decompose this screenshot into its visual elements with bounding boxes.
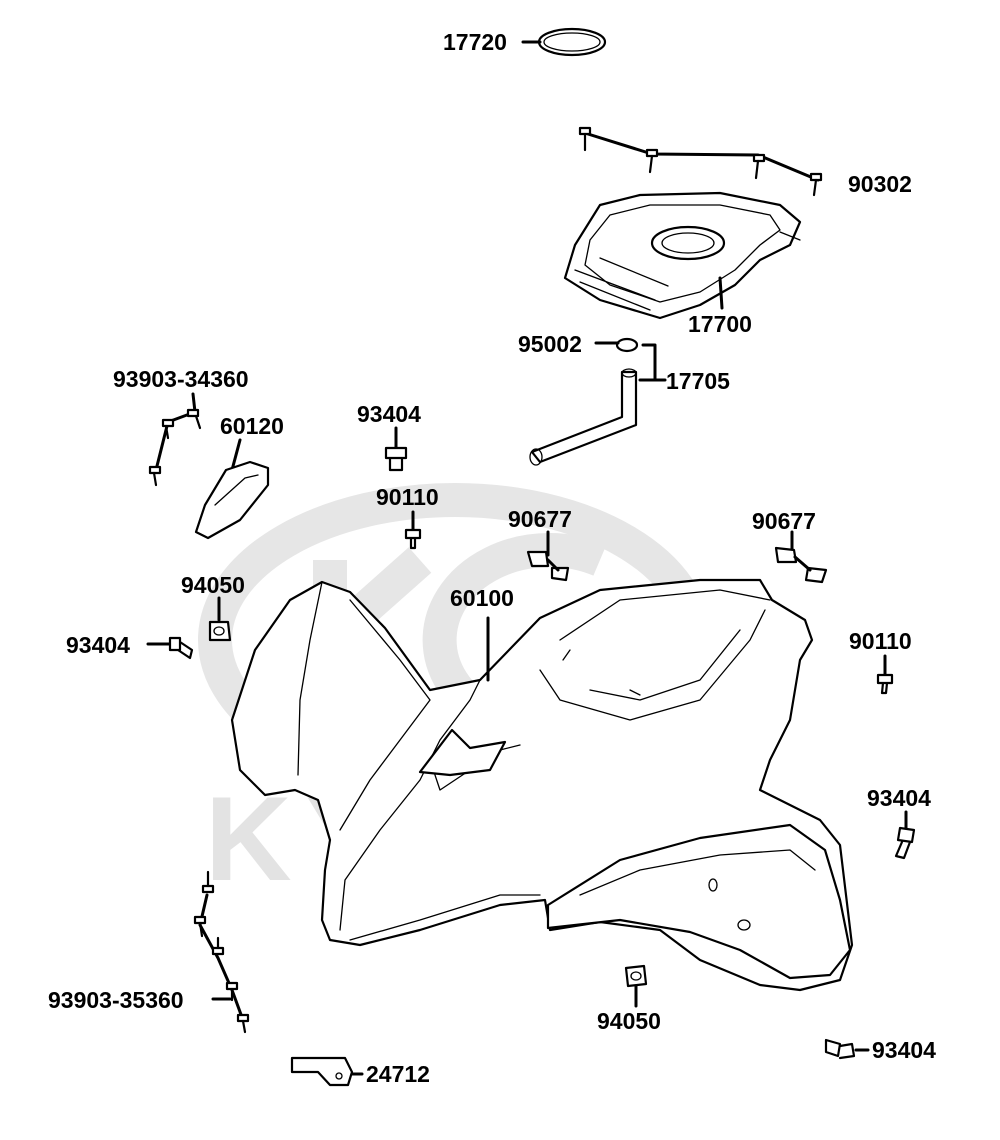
label-60100: 60100	[450, 585, 514, 611]
clip-set-90677-right	[774, 530, 828, 584]
label-24712: 24712	[366, 1061, 430, 1087]
label-90110-upper: 90110	[376, 484, 439, 510]
label-90110-right: 90110	[849, 628, 912, 654]
label-93903-35360: 93903-35360	[48, 987, 184, 1013]
front-fender-part	[230, 578, 854, 992]
bracket-24712-part	[290, 1056, 364, 1087]
clip-set-90677-left	[526, 530, 570, 582]
nut-94050-upper	[208, 596, 232, 642]
label-93404-right: 93404	[867, 785, 931, 811]
label-93903-34360: 93903-34360	[113, 366, 249, 392]
label-17705: 17705	[666, 368, 730, 394]
hose-assembly-part	[529, 337, 667, 466]
callout-labels: 17720 90302 17700 95002 17705 93903-3436…	[48, 29, 936, 1087]
label-17700: 17700	[688, 311, 752, 337]
screw-set-93903-35360	[193, 870, 250, 1034]
label-17720: 17720	[443, 29, 507, 55]
bracket-60120-part	[194, 438, 270, 540]
bolt-93404-upper	[384, 426, 408, 472]
label-95002: 95002	[518, 331, 582, 357]
screw-set-90302	[578, 126, 823, 197]
label-93404-left: 93404	[66, 632, 130, 658]
screw-90110-upper	[404, 510, 422, 550]
nut-94050-lower	[624, 964, 648, 1008]
label-60120: 60120	[220, 413, 284, 439]
label-90302: 90302	[848, 171, 912, 197]
callout-leaders	[521, 40, 620, 345]
label-90677-left: 90677	[508, 506, 572, 532]
label-90677-right: 90677	[752, 508, 816, 534]
bolt-93404-right	[894, 810, 916, 860]
gasket-ring-part	[537, 27, 607, 57]
bolt-93404-left	[146, 636, 194, 660]
tank-cover-part	[563, 191, 802, 320]
screw-90110-right	[876, 654, 894, 695]
bolt-93404-bottom	[824, 1038, 870, 1060]
label-94050-upper: 94050	[181, 572, 245, 598]
label-93404-bottom: 93404	[872, 1037, 936, 1063]
label-93404-upper: 93404	[357, 401, 421, 427]
screw-set-93903-34360	[148, 392, 202, 487]
label-94050-lower: 94050	[597, 1008, 661, 1034]
